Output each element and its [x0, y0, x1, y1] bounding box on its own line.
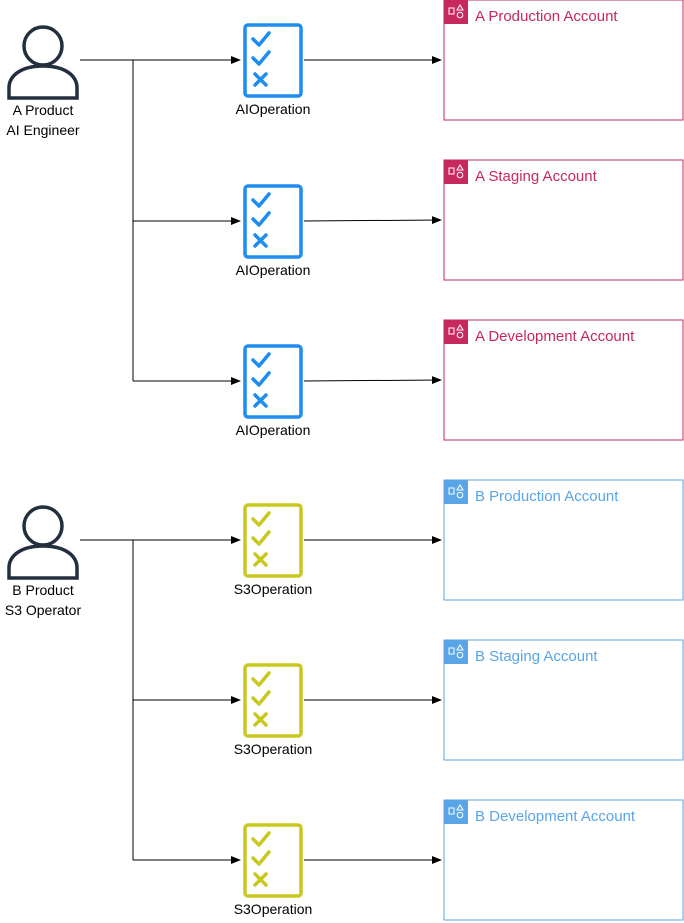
user-a-line1: A Product [13, 102, 74, 118]
operation-6: S3Operation [234, 823, 313, 917]
account-label: A Production Account [475, 8, 618, 25]
checklist-icon [243, 823, 303, 898]
user-a: A Product AI Engineer [6, 25, 80, 138]
operation-label: AIOperation [236, 101, 311, 117]
account-group-icon [444, 800, 468, 824]
operation-1: AIOperation [236, 23, 311, 117]
account-box-6: B Development Account [443, 799, 684, 921]
account-group-icon [444, 480, 468, 504]
operation-4: S3Operation [234, 503, 313, 597]
checklist-icon [243, 344, 303, 419]
accounts: A Production Account A Staging Account A D… [443, 0, 684, 921]
account-box-3: A Development Account [443, 319, 684, 441]
user-a-connectors [80, 56, 241, 385]
checklist-icon [243, 184, 303, 259]
account-box-4: B Production Account [443, 479, 684, 601]
account-label: B Staging Account [475, 648, 598, 665]
operation-label: S3Operation [234, 901, 313, 917]
account-box-5: B Staging Account [443, 639, 684, 761]
operation-5: S3Operation [234, 663, 313, 757]
operation-3: AIOperation [236, 344, 311, 438]
user-b-connectors [80, 536, 241, 864]
account-group-icon [444, 640, 468, 664]
account-label: A Staging Account [475, 168, 598, 185]
operation-label: AIOperation [236, 262, 311, 278]
checklist-icon [243, 23, 303, 98]
user-b-line2: S3 Operator [5, 602, 82, 618]
user-icon [7, 25, 79, 100]
checklist-icon [243, 663, 303, 738]
account-box-1: A Production Account [443, 0, 684, 121]
operation-label: S3Operation [234, 741, 313, 757]
account-label: B Production Account [475, 488, 619, 505]
operation-label: AIOperation [236, 422, 311, 438]
user-b: B Product S3 Operator [5, 505, 82, 618]
operation-connectors [303, 56, 442, 864]
user-icon [7, 505, 79, 580]
operations: AIOperationAIOperationAIOperationS3Opera… [234, 23, 313, 917]
account-box-2: A Staging Account [443, 159, 684, 281]
account-group-icon [444, 160, 468, 184]
user-b-line1: B Product [12, 582, 74, 598]
account-label: B Development Account [475, 808, 636, 825]
account-group-icon [444, 320, 468, 344]
account-label: A Development Account [475, 328, 635, 345]
account-group-icon [444, 0, 468, 24]
user-a-line2: AI Engineer [6, 122, 79, 138]
operation-2: AIOperation [236, 184, 311, 278]
operation-label: S3Operation [234, 581, 313, 597]
checklist-icon [243, 503, 303, 578]
